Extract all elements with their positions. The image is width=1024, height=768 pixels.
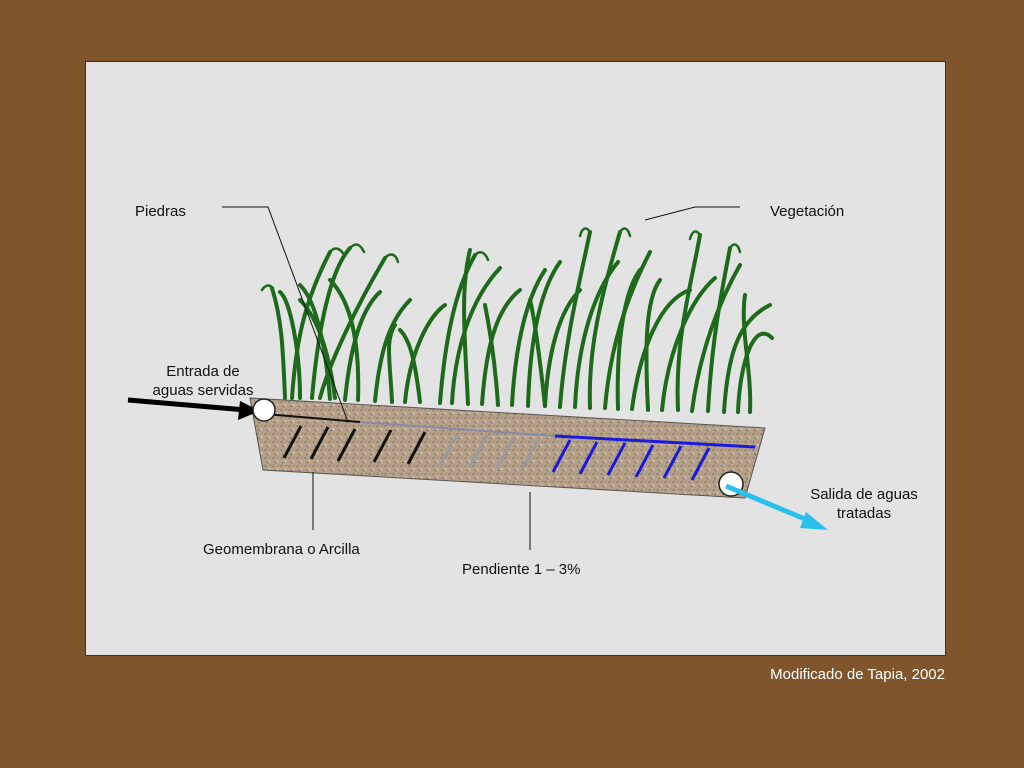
water-line-blue (554, 434, 756, 449)
outlet-arrow-shaft (725, 483, 813, 525)
inlet-arrow-head (238, 401, 260, 420)
label-entrada-line2: aguas servidas (152, 382, 254, 399)
credit-text: Modificado de Tapia, 2002 (770, 666, 945, 683)
water-line-gray (359, 421, 556, 437)
label-entrada: Entrada de aguas servidas (132, 362, 274, 400)
stone-hatch-blue (551, 439, 711, 481)
vegetation-grass (270, 230, 774, 414)
stone-hatch-black (282, 425, 427, 465)
label-entrada-line1: Entrada de (166, 363, 240, 380)
inlet-pipe (252, 398, 276, 422)
label-salida-line1: Salida de aguas (810, 486, 918, 503)
outlet-arrow-head (800, 512, 828, 530)
inlet-arrow-shaft (127, 397, 247, 413)
label-vegetacion: Vegetación (770, 203, 845, 220)
water-line-black (264, 413, 361, 423)
label-salida: Salida de aguas tratadas (795, 485, 933, 523)
stone-hatch-gray (438, 433, 541, 471)
label-pendiente: Pendiente 1 – 3% (462, 561, 581, 578)
label-piedras: Piedras (135, 203, 186, 220)
vegetation-leaf-tips (260, 227, 742, 292)
label-salida-line2: tratadas (836, 505, 892, 522)
piedras-leader (222, 206, 349, 423)
label-geomembrana: Geomembrana o Arcilla (203, 541, 360, 558)
vegetacion-leader (644, 206, 740, 221)
